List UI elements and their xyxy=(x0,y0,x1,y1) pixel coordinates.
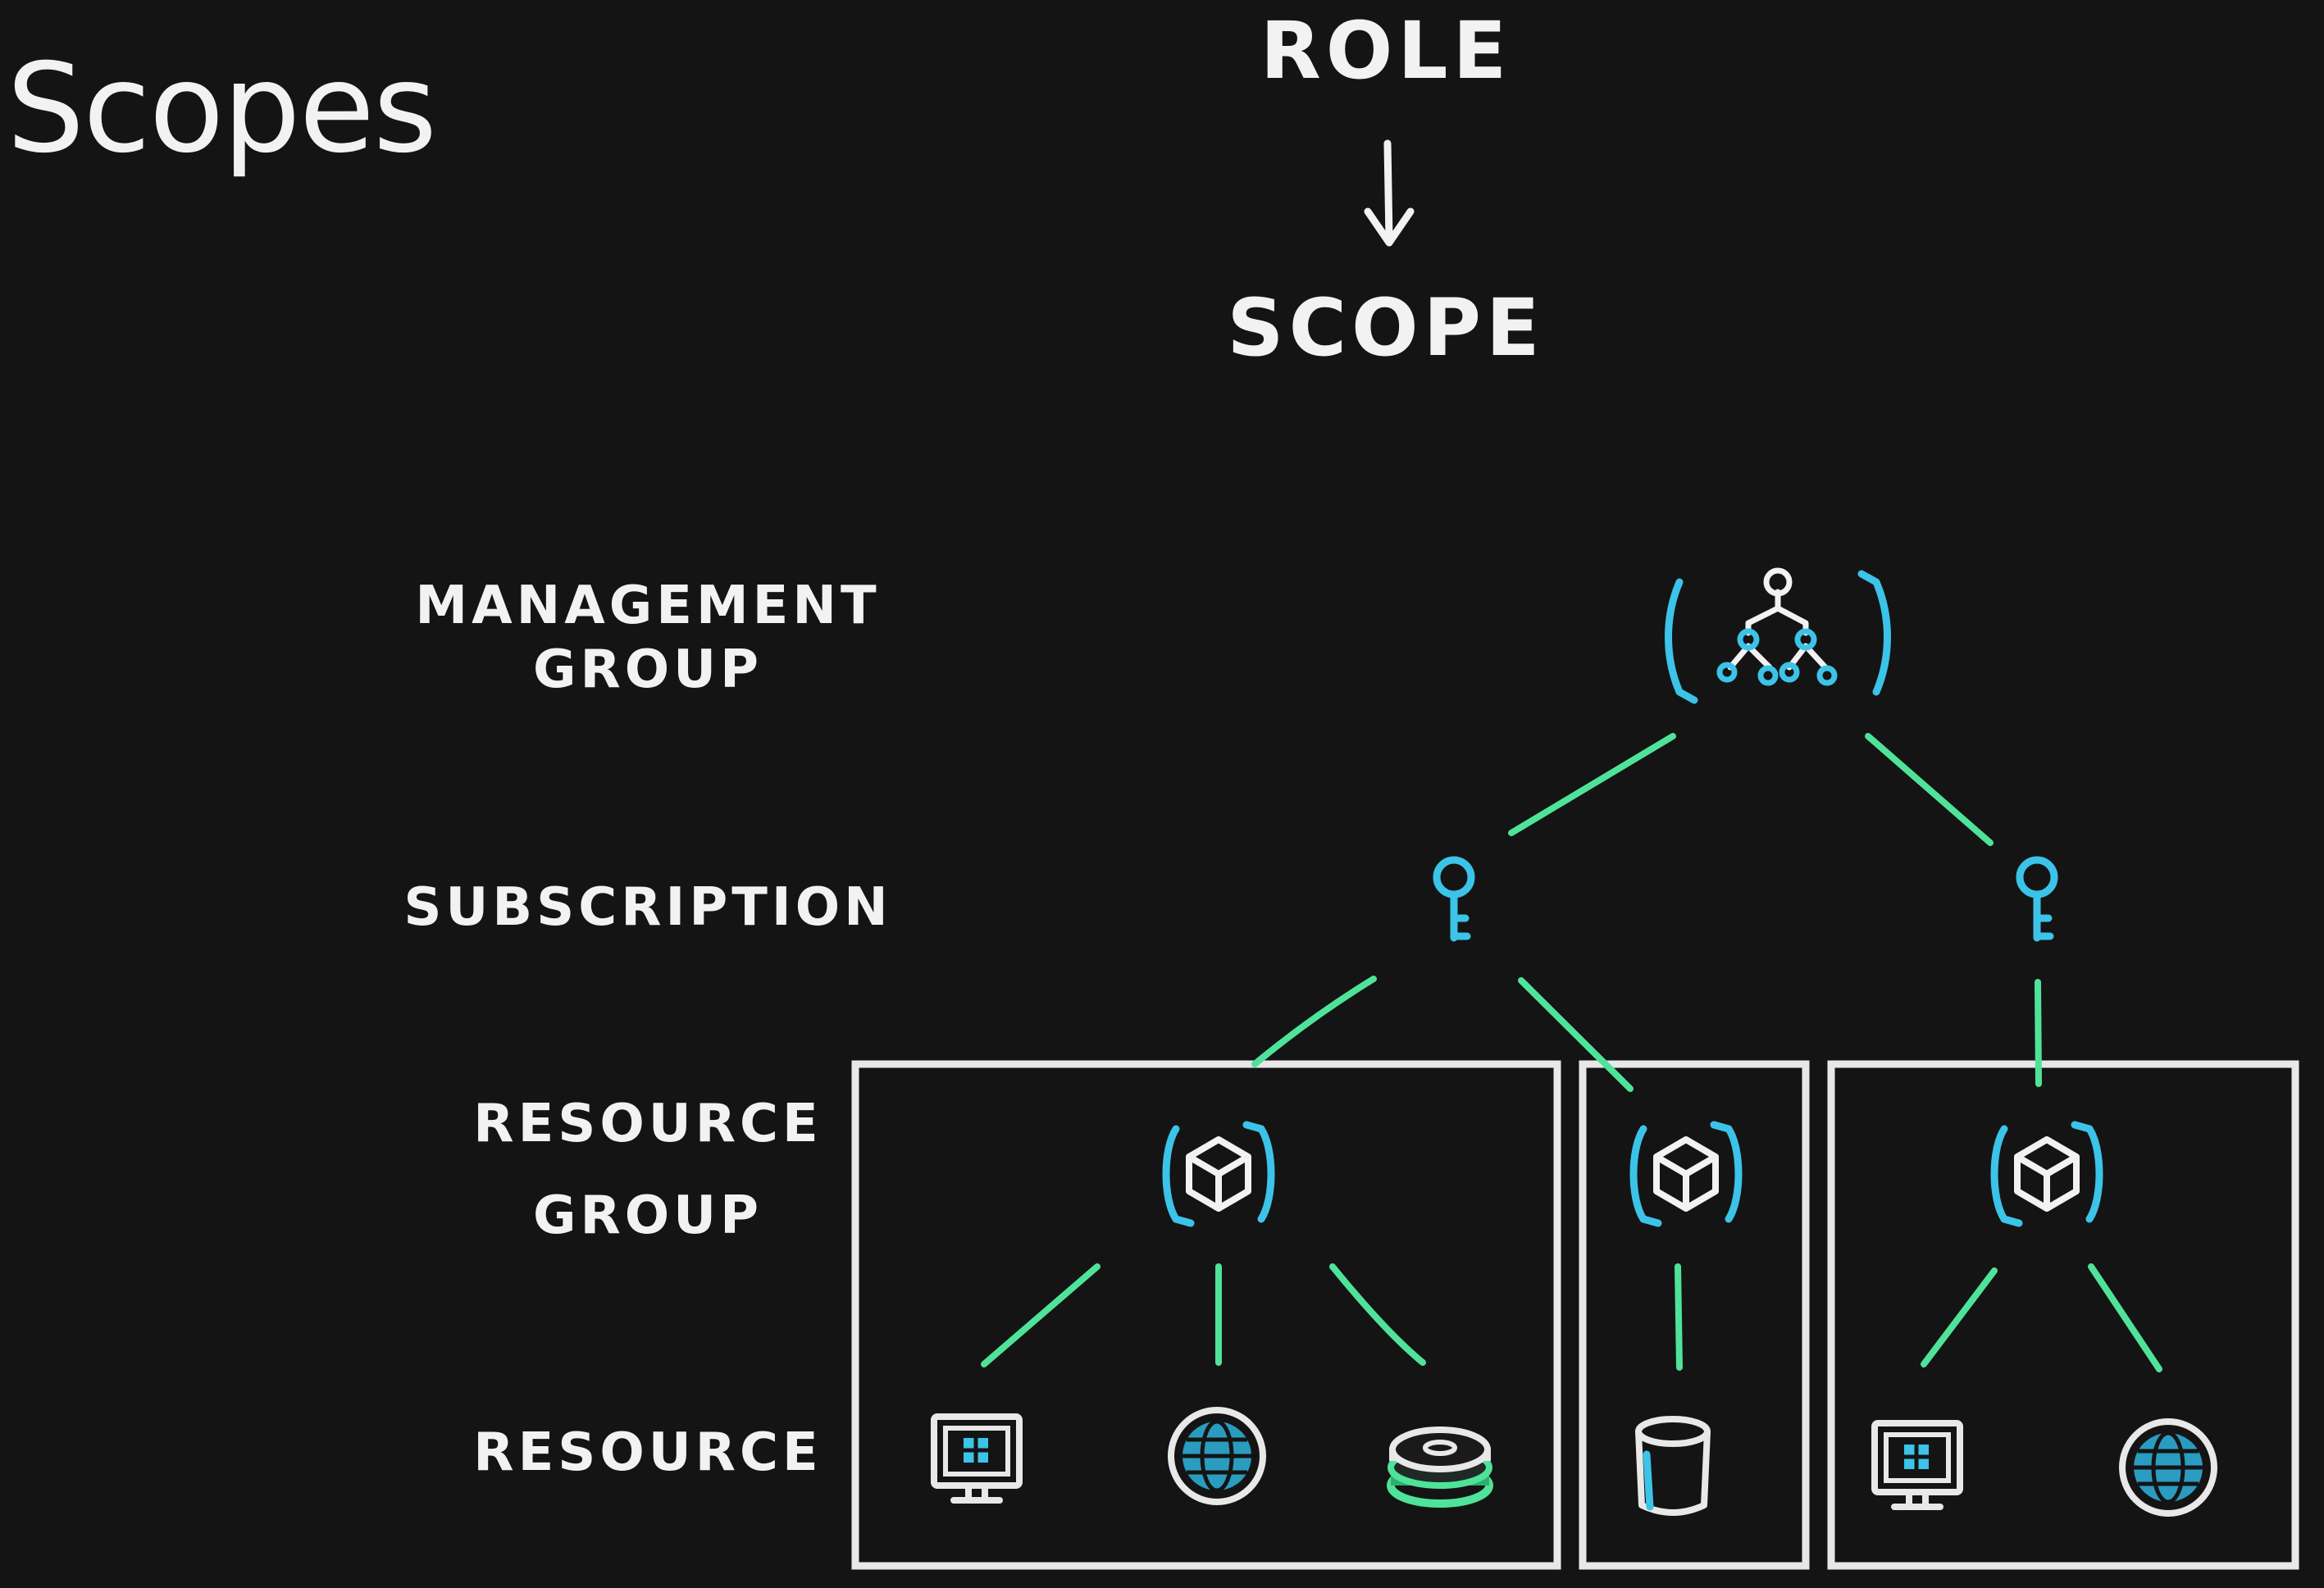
connector-rg2-storage xyxy=(1675,1263,1683,1371)
resource-vm-1-monitor-icon xyxy=(934,1417,1019,1500)
connector-rg1-disk xyxy=(1329,1263,1426,1366)
resource-group-box-1 xyxy=(851,1060,1561,1570)
page-title: Scopes xyxy=(7,38,437,180)
level-management-group: MANAGEMENT GROUP xyxy=(415,574,880,702)
subscription-1-key-icon xyxy=(1437,860,1471,938)
resource-group-box-2 xyxy=(1579,1060,1810,1570)
resource-web-1-globe-icon xyxy=(1171,1410,1263,1502)
scope-label: SCOPE xyxy=(1227,282,1545,374)
connector-rg3-vm xyxy=(1921,1267,1998,1367)
level-resource-group-line2: GROUP xyxy=(532,1185,763,1246)
connector-mg-sub1 xyxy=(1508,733,1676,836)
resource-web-2-globe-icon xyxy=(2122,1422,2214,1513)
level-management-group-line2: GROUP xyxy=(532,639,763,701)
connector-sub1-rg2 xyxy=(1518,977,1634,1092)
level-resource: RESOURCE xyxy=(473,1422,823,1483)
resource-group-1-cube-icon xyxy=(1166,1125,1271,1223)
resource-group-3-cube-icon xyxy=(1994,1125,2099,1223)
management-group-icon xyxy=(1665,567,1891,704)
role-to-scope-arrow xyxy=(1364,139,1415,247)
level-resource-group: RESOURCE GROUP xyxy=(473,1078,822,1262)
level-resource-group-line1: RESOURCE xyxy=(473,1094,823,1154)
role-label: ROLE xyxy=(1260,5,1512,97)
level-subscription: SUBSCRIPTION xyxy=(403,877,892,938)
resource-disk-icon xyxy=(1391,1430,1489,1504)
subscription-2-key-icon xyxy=(2020,860,2054,938)
connector-sub1-rg1 xyxy=(1251,976,1377,1067)
connector-rg3-web xyxy=(2088,1263,2162,1372)
resource-group-box-3 xyxy=(1827,1060,2299,1570)
resource-group-2-cube-icon xyxy=(1634,1125,1738,1223)
connector-mg-sub2 xyxy=(1865,733,1994,846)
resource-storage-cylinder-icon xyxy=(1638,1419,1707,1513)
connector-sub2-rg3 xyxy=(2035,979,2042,1087)
resource-vm-2-monitor-icon xyxy=(1875,1423,1960,1507)
connector-rg1-vm xyxy=(981,1263,1100,1367)
level-management-group-line1: MANAGEMENT xyxy=(415,576,881,636)
